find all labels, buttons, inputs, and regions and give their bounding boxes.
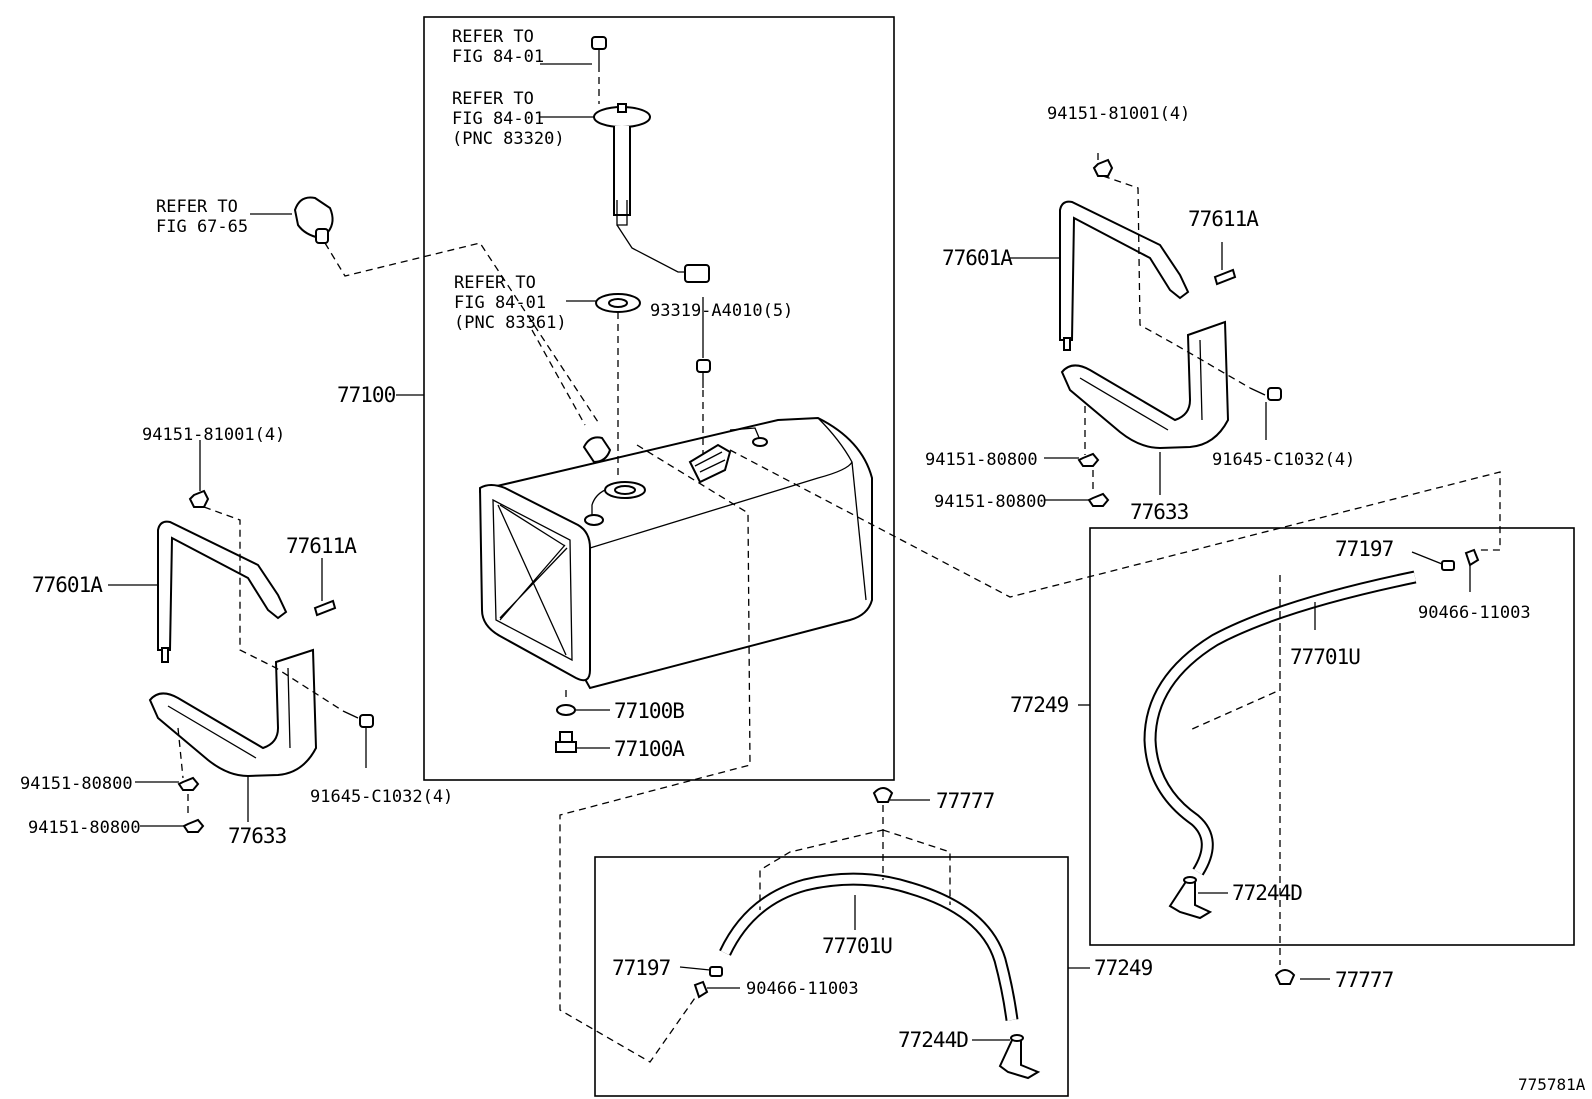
sensor-part[interactable] [293,196,334,244]
fuel-tank[interactable] [478,416,873,690]
label-hose-clip-bottom[interactable]: 90466-11003 [746,979,859,999]
label-bolt-left[interactable]: 91645-C1032(4) [310,787,453,807]
label-bracket-right[interactable]: 77633 [1130,500,1190,524]
label-hose-bracket-right[interactable]: 77244D [1232,881,1303,905]
label-vent-hose-right[interactable]: 77701U [1290,645,1361,669]
hose-clip-bottom[interactable] [693,980,709,999]
label-clamp-right[interactable]: 77777 [1335,968,1395,992]
clamp-top[interactable] [872,787,894,803]
tank-plug[interactable] [555,731,577,753]
label-nut-top-right[interactable]: 94151-81001(4) [1047,104,1190,124]
ref-sensor-line1: REFER TO [156,197,238,217]
nut-right-2[interactable] [1087,492,1110,507]
nut-top-left[interactable] [188,489,210,508]
ref-sender-line1: REFER TO [452,89,534,109]
ref-sender-line2: FIG 84-01 [452,109,544,129]
ref-top-bolt-line2: FIG 84-01 [452,47,544,67]
label-tank-washer[interactable]: 77100B [614,699,685,723]
nut-left-1[interactable] [177,776,200,791]
label-band-right[interactable]: 77601A [942,246,1014,270]
vent-hose-right[interactable] [1143,570,1417,876]
label-clamp-top[interactable]: 77777 [936,789,996,813]
label-bolt-right[interactable]: 91645-C1032(4) [1212,450,1355,470]
figure-id: 775781A [1518,1075,1586,1094]
leader-lines [108,63,1471,1041]
bracket-left[interactable] [148,648,318,778]
label-hose-clip-right[interactable]: 90466-11003 [1418,603,1531,623]
sender-gasket[interactable] [595,293,641,313]
sender-gauge-unit[interactable] [593,103,710,283]
band-left[interactable] [157,520,288,663]
label-band-left[interactable]: 77601A [32,573,104,597]
band-right[interactable] [1059,200,1190,351]
hose-bracket-right[interactable] [1168,876,1213,920]
top-bolt[interactable] [591,36,607,65]
label-clip-nut-bottom[interactable]: 77197 [612,956,672,980]
nut-right-1[interactable] [1077,452,1100,467]
ref-gasket-line3: (PNC 83361) [454,313,567,333]
bracket-right[interactable] [1060,320,1230,450]
label-nut-right-2[interactable]: 94151-80800 [934,492,1047,512]
label-nut-right-1[interactable]: 94151-80800 [925,450,1038,470]
label-hose-bracket-bottom[interactable]: 77244D [898,1028,969,1052]
label-band-pin-left[interactable]: 77611A [286,534,358,558]
hose-clip-right[interactable] [1464,548,1480,567]
band-pin-right[interactable] [1213,268,1237,286]
band-pin-left[interactable] [313,599,337,617]
label-sender-screw[interactable]: 93319-A4010(5) [650,301,793,321]
ref-gasket-line1: REFER TO [454,273,536,293]
label-band-pin-right[interactable]: 77611A [1188,207,1260,231]
clamp-right[interactable] [1274,969,1296,985]
label-nut-left-2[interactable]: 94151-80800 [28,818,141,838]
tank-group-frame [423,16,895,781]
nut-top-right[interactable] [1092,158,1114,177]
sender-screw[interactable] [696,359,711,388]
clip-nut-right[interactable] [1441,560,1455,571]
label-clip-nut-right[interactable]: 77197 [1335,537,1395,561]
bolt-right[interactable] [1249,387,1282,401]
hose-bracket-bottom[interactable] [998,1034,1041,1080]
ref-sender-line3: (PNC 83320) [452,129,565,149]
label-bracket-left[interactable]: 77633 [228,824,288,848]
tank-washer[interactable] [556,704,576,716]
ref-top-bolt-line1: REFER TO [452,27,534,47]
vent-assy-frame-right [1089,527,1575,946]
label-nut-top-left[interactable]: 94151-81001(4) [142,425,285,445]
ref-gasket-line2: FIG 84-01 [454,293,546,313]
label-vent-hose-bottom[interactable]: 77701U [822,934,893,958]
nut-left-2[interactable] [182,818,205,833]
bolt-left[interactable] [342,710,374,728]
ref-sensor-line2: FIG 67-65 [156,217,248,237]
label-nut-left-1[interactable]: 94151-80800 [20,774,133,794]
clip-nut-bottom[interactable] [709,966,723,977]
vent-assy-frame-bottom [594,856,1069,1097]
label-vent-assy-right[interactable]: 77249 [1010,693,1070,717]
label-vent-assy-bottom[interactable]: 77249 [1094,956,1154,980]
label-tank-plug[interactable]: 77100A [614,737,686,761]
dashed-connection-lines [177,65,1501,1063]
label-tank[interactable]: 77100 [337,383,397,407]
